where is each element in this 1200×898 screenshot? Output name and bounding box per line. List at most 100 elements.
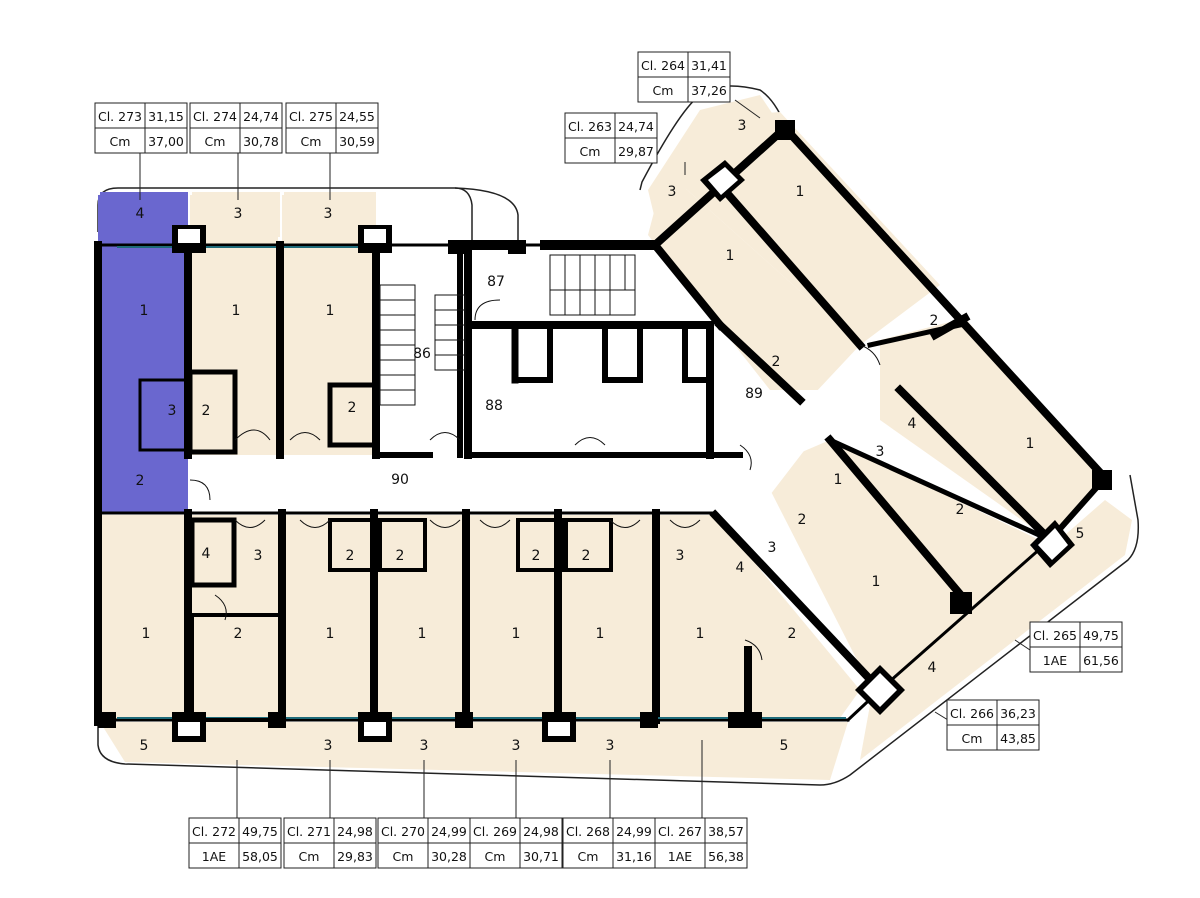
- area-table-type: 1AE: [1043, 653, 1068, 668]
- area-table-id: Cl. 265: [1033, 628, 1077, 643]
- area-table-type: Cm: [962, 731, 983, 746]
- room-num: 2: [930, 313, 939, 329]
- area-table-id: Cl. 264: [641, 58, 685, 73]
- area-table-total: 61,56: [1083, 653, 1119, 668]
- area-table-type: Cm: [578, 849, 599, 864]
- area-table-type: 1AE: [668, 849, 693, 864]
- area-table-type: Cm: [301, 134, 322, 149]
- room-num: 2: [532, 548, 541, 564]
- room-num: 3: [234, 206, 243, 222]
- columns: [98, 120, 1112, 742]
- unit-265[interactable]: [880, 318, 1105, 540]
- area-table-id: Cl. 272: [192, 824, 236, 839]
- unit-270[interactable]: [378, 515, 466, 720]
- area-table-area: 24,55: [339, 109, 375, 124]
- area-table-area: 38,57: [708, 824, 744, 839]
- room-num: 3: [606, 738, 615, 754]
- room-num: 3: [512, 738, 521, 754]
- area-table-area: 49,75: [242, 824, 278, 839]
- area-table-area: 24,98: [337, 824, 373, 839]
- doors: [189, 299, 881, 661]
- area-table-type: Cm: [205, 134, 226, 149]
- area-table-total: 29,83: [337, 849, 373, 864]
- corridor-label: 90: [391, 472, 409, 488]
- area-table-area: 24,99: [431, 824, 467, 839]
- room-num: 1: [596, 626, 605, 642]
- area-table-total: 31,16: [616, 849, 652, 864]
- corridor: [190, 345, 880, 510]
- stair-right-label: 89: [745, 386, 763, 402]
- area-table-total: 30,78: [243, 134, 279, 149]
- room-num: 3: [668, 184, 677, 200]
- area-table-total: 29,87: [618, 144, 654, 159]
- unit-266[interactable]: [760, 440, 1050, 705]
- area-table-type: Cm: [653, 83, 674, 98]
- room-num: 3: [738, 118, 747, 134]
- room-num: 3: [324, 206, 333, 222]
- area-table-area: 24,74: [618, 119, 654, 134]
- area-table-type: Cm: [580, 144, 601, 159]
- area-table-area: 31,41: [691, 58, 727, 73]
- unit-267[interactable]: [656, 515, 860, 718]
- room-num: 1: [232, 303, 241, 319]
- balcony-top-right: [648, 95, 780, 240]
- area-table-type: 1AE: [202, 849, 227, 864]
- unit-269[interactable]: [470, 515, 558, 720]
- balcony-right: [860, 500, 1132, 760]
- room-num: 2: [136, 473, 145, 489]
- room-num: 1: [796, 184, 805, 200]
- unit-268[interactable]: [562, 515, 652, 720]
- area-table[interactable]: Cl. 267 38,57 1AE 56,38: [654, 817, 748, 869]
- room-num: 2: [788, 626, 797, 642]
- area-table-type: Cm: [393, 849, 414, 864]
- area-table-type: Cm: [299, 849, 320, 864]
- stair-left: [379, 284, 466, 406]
- room-num: 3: [324, 738, 333, 754]
- stair-left-label: 86: [413, 346, 431, 362]
- area-table-id: Cl. 269: [473, 824, 517, 839]
- unit-263[interactable]: [648, 170, 860, 390]
- room-num: 4: [136, 206, 145, 222]
- area-table-total: 30,59: [339, 134, 375, 149]
- area-table-area: 24,99: [616, 824, 652, 839]
- area-table-id: Cl. 273: [98, 109, 142, 124]
- area-table-total: 30,28: [431, 849, 467, 864]
- room-num: 2: [396, 548, 405, 564]
- area-table-area: 31,15: [148, 109, 184, 124]
- room-num: 2: [956, 502, 965, 518]
- balcony-274: [192, 192, 280, 237]
- area-table-total: 56,38: [708, 849, 744, 864]
- room-num: 4: [736, 560, 745, 576]
- area-table-id: Cl. 263: [568, 119, 612, 134]
- room-num: 5: [780, 738, 789, 754]
- room-num: 1: [418, 626, 427, 642]
- room-num: 1: [872, 574, 881, 590]
- room-num: 1: [512, 626, 521, 642]
- area-table-id: Cl. 268: [566, 824, 610, 839]
- area-table-id: Cl. 270: [381, 824, 425, 839]
- area-table-id: Cl. 267: [658, 824, 702, 839]
- leader-lines: [139, 99, 1031, 820]
- room-num: 1: [140, 303, 149, 319]
- room-num: 1: [696, 626, 705, 642]
- area-table-total: 37,26: [691, 83, 727, 98]
- area-table-id: Cl. 271: [287, 824, 331, 839]
- area-table-id: Cl. 274: [193, 109, 237, 124]
- room-num: 5: [1076, 526, 1085, 542]
- area-table-id: Cl. 266: [950, 706, 994, 721]
- room-num: 2: [202, 403, 211, 419]
